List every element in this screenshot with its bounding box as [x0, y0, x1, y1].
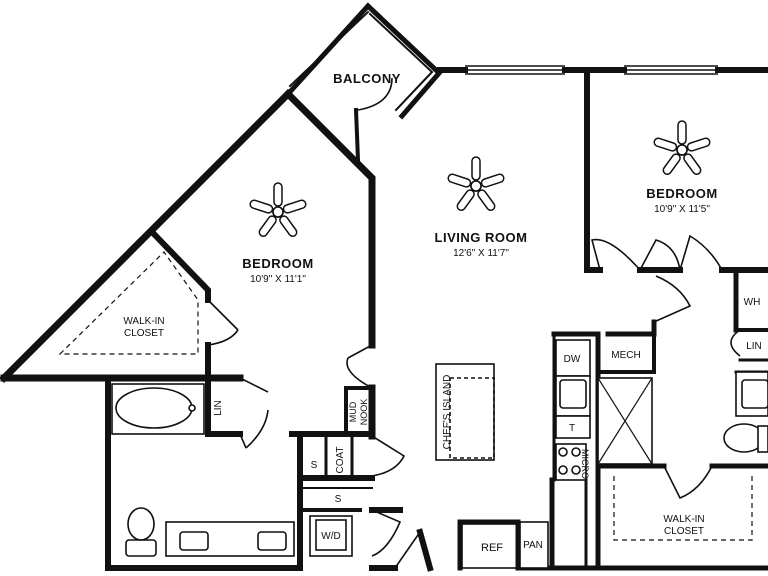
ceiling-fan-icon	[446, 156, 506, 213]
kitchen-fixtures	[435, 339, 653, 569]
walk-in-closet-left-label-2: CLOSET	[124, 328, 164, 339]
mechanical-label: MECH	[611, 350, 640, 361]
toilet-icon	[125, 539, 157, 557]
balcony-label: BALCONY	[333, 71, 401, 86]
mud-nook-label: MUD	[348, 401, 358, 422]
bath-fixtures-right	[723, 371, 768, 453]
bedroom-left-label: BEDROOM	[242, 256, 313, 271]
linen-right-label: LIN	[746, 341, 762, 352]
closet-dashed-outlines	[58, 251, 753, 541]
dishwasher-label: DW	[564, 354, 581, 365]
mud-nook-label-2: NOOK	[359, 399, 369, 426]
refrigerator-label: REF	[481, 542, 503, 554]
walk-in-closet-left-label: WALK-IN	[123, 316, 164, 327]
bathtub-icon	[115, 387, 193, 429]
windows	[465, 65, 718, 75]
water-heater-label: WH	[744, 297, 761, 308]
ceiling-fan-icon	[652, 120, 712, 177]
linen-left-label: LIN	[213, 400, 224, 416]
coat-closet-label: COAT	[335, 446, 346, 473]
bath-fixtures-left	[111, 383, 353, 557]
trash-label: T	[569, 423, 575, 434]
microwave-label: MICRO	[580, 449, 590, 479]
living-room-label: LIVING ROOM	[435, 230, 528, 245]
doors	[207, 77, 741, 569]
shelf-label-1: S	[311, 460, 318, 471]
walk-in-closet-right-label-2: CLOSET	[664, 526, 704, 537]
chefs-island-label: CHEF'S ISLAND	[442, 375, 453, 450]
bedroom-right-dims: 10'9" X 11'5"	[654, 204, 710, 215]
shelf-label-2: S	[335, 494, 342, 505]
bedroom-left-dims: 10'9" X 11'1"	[250, 274, 306, 285]
bedroom-right-label: BEDROOM	[646, 186, 717, 201]
ceiling-fan-icon	[248, 182, 308, 239]
living-room-dims: 12'6" X 11'7"	[453, 248, 509, 259]
walk-in-closet-right-label: WALK-IN	[663, 514, 704, 525]
pantry-label: PAN	[523, 540, 543, 551]
washer-dryer-label: W/D	[321, 531, 340, 542]
